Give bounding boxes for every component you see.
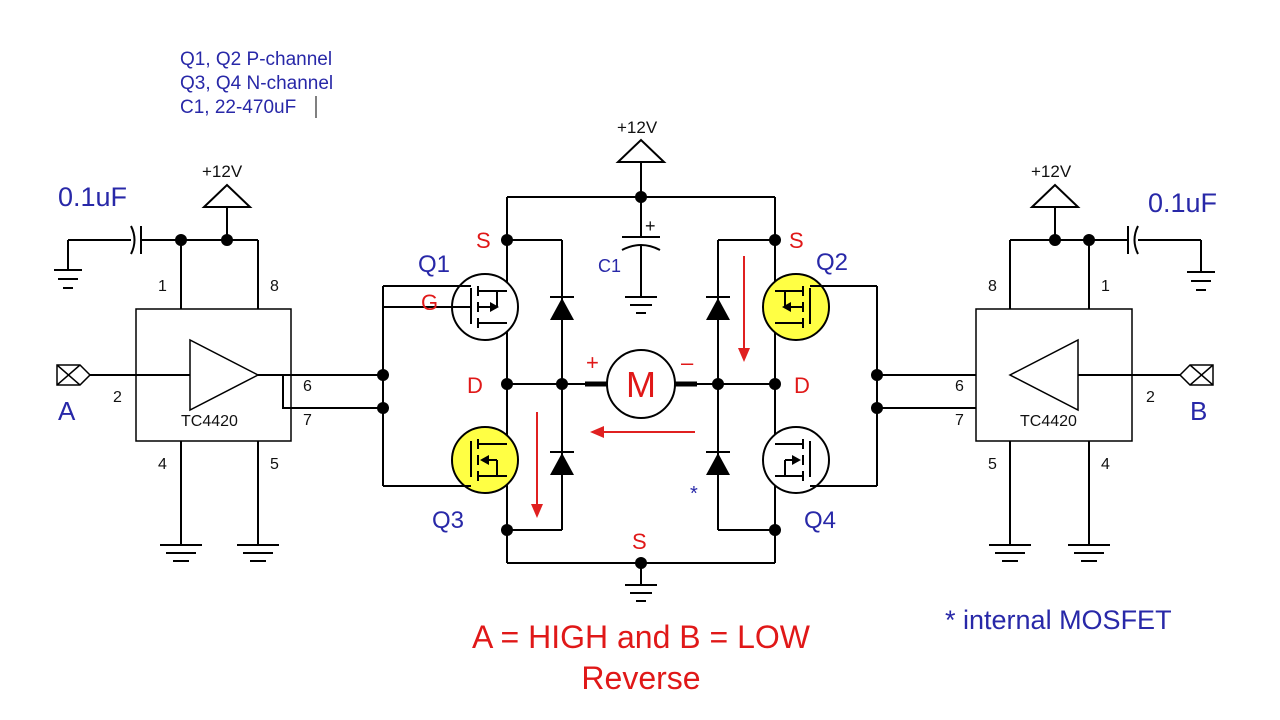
source-label-right: S: [789, 228, 804, 253]
driver-left-pin5: 5: [270, 456, 279, 473]
cap-left: [130, 225, 142, 255]
caption-line-1: A = HIGH and B = LOW: [472, 619, 811, 655]
source-label-bottom: S: [632, 529, 647, 554]
supply-label-center: +12V: [617, 118, 658, 137]
note-line-1: Q1, Q2 P-channel: [180, 49, 332, 70]
c1-label: C1: [598, 256, 621, 276]
ground-left-pin5: [237, 544, 279, 562]
current-arrow-q3: [531, 412, 543, 518]
source-label-left: S: [476, 228, 491, 253]
current-arrow-q2: [738, 256, 750, 362]
driver-right-pin6: 6: [955, 378, 964, 395]
note-line-2: Q3, Q4 N-channel: [180, 73, 333, 94]
note-line-3: C1, 22-470uF: [180, 97, 296, 118]
input-label-b: B: [1190, 396, 1207, 426]
input-connector-a[interactable]: [56, 364, 92, 386]
input-label-a: A: [58, 396, 76, 426]
driver-right-pin5: 5: [988, 456, 997, 473]
c1-polarity: +: [645, 216, 656, 236]
internal-asterisk: *: [690, 483, 698, 505]
internal-mosfet-note: * internal MOSFET: [945, 605, 1172, 635]
ground-right-cap: [1187, 240, 1215, 291]
cap-right-value: 0.1uF: [1148, 188, 1217, 218]
diode-d2: [706, 296, 730, 320]
driver-left-pin1: 1: [158, 278, 167, 295]
driver-left-pin2: 2: [113, 389, 122, 406]
cap-right: [1127, 225, 1139, 255]
motor-plus: +: [586, 350, 599, 375]
q2-label: Q2: [816, 249, 848, 276]
gate-label-left: G: [421, 290, 438, 315]
supply-symbol-right: [1029, 183, 1081, 208]
cap-left-value: 0.1uF: [58, 182, 127, 212]
drain-label-right: D: [794, 373, 810, 398]
driver-right-pin1: 1: [1101, 278, 1110, 295]
current-arrow-horizontal: [590, 426, 695, 438]
driver-left-pin8: 8: [270, 278, 279, 295]
motor-label: M: [626, 364, 656, 405]
input-connector-b[interactable]: [1178, 364, 1214, 386]
ground-right-pin5: [989, 544, 1031, 562]
diode-d3: [550, 451, 574, 475]
transistor-q4: [762, 426, 830, 494]
q3-label: Q3: [432, 507, 464, 534]
driver-right-pin7: 7: [955, 412, 964, 429]
ground-left-cap: [54, 240, 82, 289]
driver-right-pin2: 2: [1146, 389, 1155, 406]
diode-d1: [550, 296, 574, 320]
supply-label-left: +12V: [202, 162, 243, 181]
ground-c1: [625, 296, 657, 314]
motor: [606, 349, 676, 419]
motor-minus: –: [681, 350, 694, 375]
q4-label: Q4: [804, 507, 836, 534]
diode-d4: [706, 451, 730, 475]
driver-left-pin7: 7: [303, 412, 312, 429]
supply-symbol-center: [615, 138, 667, 163]
supply-symbol-left: [201, 183, 253, 208]
q1-label: Q1: [418, 251, 450, 278]
supply-label-right: +12V: [1031, 162, 1072, 181]
driver-right-name: TC4420: [1020, 413, 1077, 430]
ground-left-pin4: [160, 544, 202, 562]
drain-label-left: D: [467, 373, 483, 398]
driver-left-pin6: 6: [303, 378, 312, 395]
transistor-q2: [762, 273, 830, 341]
transistor-q3: [451, 426, 519, 494]
ground-bridge: [625, 584, 657, 602]
ground-right-pin4: [1068, 544, 1110, 562]
driver-left-pin4: 4: [158, 456, 167, 473]
caption-line-2: Reverse: [581, 660, 700, 696]
driver-right-pin4: 4: [1101, 456, 1110, 473]
driver-left-name: TC4420: [181, 413, 238, 430]
driver-right-pin8: 8: [988, 278, 997, 295]
